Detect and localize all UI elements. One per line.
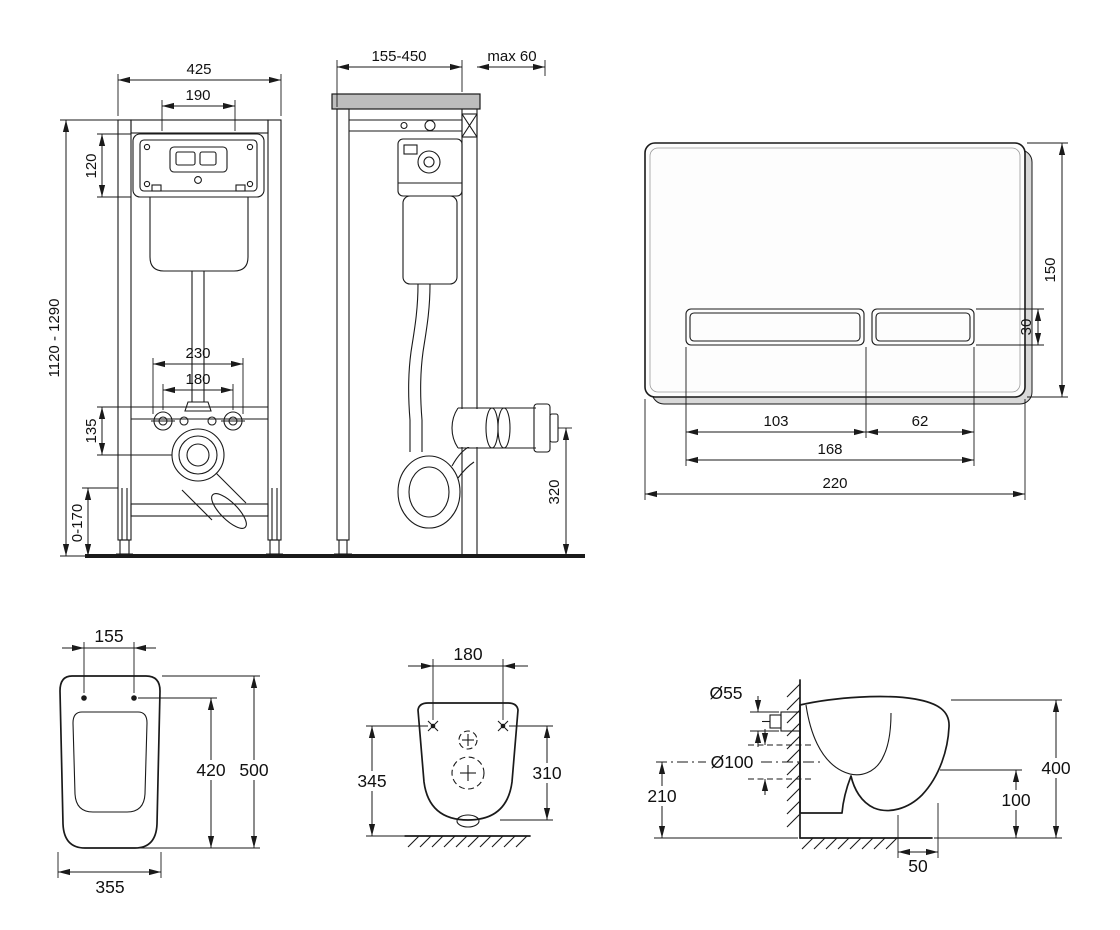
dim-large-button-width: 103 [685, 347, 867, 466]
dim-fixing-spacing: 180 [408, 644, 528, 720]
dim-bowl-height-front: 310 [500, 725, 566, 821]
dim-label-hinge-spacing: 155 [94, 626, 123, 646]
dim-outlet-axis-height: 210 [643, 762, 798, 839]
dim-label-plate-height: 150 [1042, 257, 1059, 282]
dim-label-frame-width: 425 [186, 61, 211, 78]
outlet-connector [451, 403, 559, 453]
dim-label-bowl-width: 355 [95, 877, 124, 897]
frame-front-structure [116, 119, 283, 555]
cistern-and-flush-pipe [149, 196, 249, 412]
frame-side-view: 155-450 max 60 320 [331, 48, 572, 556]
dim-label-outlet-axis-height: 210 [647, 786, 676, 806]
dim-label-inlet-diameter: Ø55 [709, 683, 742, 703]
dim-foot-range: 0-170 [69, 487, 118, 556]
dim-bottom-offset: 50 [897, 803, 939, 876]
dim-label-total-length: 500 [239, 760, 268, 780]
dim-label-upper-span: 230 [185, 345, 210, 362]
bowl-front-view: 180 345 310 [353, 644, 566, 848]
dim-label-outlet-drop: 135 [83, 418, 100, 443]
dim-small-button-width: 62 [866, 347, 975, 466]
dim-total-length: 500 [140, 675, 273, 849]
dim-outlet-diameter: Ø100 [706, 729, 769, 795]
bowl-top-view: 155 420 500 355 [57, 626, 273, 897]
flush-button-large [685, 308, 865, 346]
dim-label-top-height: 400 [1041, 758, 1070, 778]
dim-label-access-width: 190 [185, 87, 210, 104]
dim-label-frame-height: 1120 - 1290 [46, 299, 63, 378]
bowl-side-profile [656, 695, 950, 814]
dim-label-bowl-length: 420 [196, 760, 225, 780]
dim-label-large-button: 103 [763, 413, 788, 430]
dim-label-small-button: 62 [912, 413, 929, 430]
dim-buttons-span: 168 [686, 441, 974, 464]
dim-depth-range: 155-450 [336, 48, 463, 107]
dim-label-access-height: 120 [83, 153, 100, 178]
dim-label-outlet-height: 320 [546, 479, 563, 504]
cistern-side [397, 138, 463, 285]
dim-label-foot-range: 0-170 [69, 504, 86, 542]
dim-plate-width: 220 [644, 399, 1026, 500]
dim-label-depth-range: 155-450 [371, 48, 426, 65]
dim-access-height: 120 [83, 133, 131, 198]
frame-side-rail [334, 108, 478, 555]
bowl-top-outline [59, 675, 161, 849]
dim-frame-height-range: 1120 - 1290 [46, 119, 118, 557]
fixing-mark-right [497, 720, 509, 732]
dim-label-outlet-diameter: Ø100 [711, 752, 754, 772]
dim-plate-height: 150 [1027, 142, 1068, 398]
dim-access-width: 190 [161, 87, 236, 131]
ground-hatch-front [404, 835, 531, 848]
dim-label-button-height: 30 [1018, 319, 1035, 336]
dim-height-to-floor: 345 [353, 725, 428, 837]
drain-trap-side [397, 444, 475, 529]
wall-and-ceiling [331, 93, 481, 556]
dim-bottom-height: 100 [940, 769, 1035, 838]
dim-label-bottom-height: 100 [1001, 790, 1030, 810]
dim-label-wall-max: max 60 [487, 48, 536, 65]
bowl-side-view: Ø55 Ø100 210 400 100 [643, 679, 1075, 876]
dim-bowl-length: 420 [138, 697, 230, 848]
dim-top-height: 400 [934, 699, 1075, 839]
dim-label-bolt-spacing: 180 [185, 371, 210, 388]
flush-plate-view: 150 30 103 62 168 220 [644, 142, 1068, 500]
dim-label-bottom-offset: 50 [908, 856, 928, 876]
fixing-bolts-and-drain [131, 406, 268, 529]
bowl-front-outline [417, 702, 519, 828]
dim-frame-overall-width: 425 [117, 61, 282, 116]
wall-hatch-side [786, 679, 801, 839]
dim-hinge-spacing: 155 [62, 626, 156, 693]
dim-label-plate-width: 220 [822, 475, 847, 492]
frame-front-view: 425 190 120 1120 - 1290 230 [46, 61, 283, 557]
dim-outlet-height: 320 [546, 427, 572, 556]
dim-label-buttons-span: 168 [817, 441, 842, 458]
dim-label-fixing-spacing: 180 [453, 644, 482, 664]
dim-inlet-diameter: Ø55 [709, 683, 779, 747]
fixing-mark-left [427, 720, 439, 732]
dim-outlet-drop: 135 [83, 406, 172, 456]
ground-hatch-side [799, 837, 933, 850]
cistern-access-panel [132, 133, 265, 198]
dim-label-bowl-height: 310 [532, 763, 561, 783]
dim-bowl-width: 355 [57, 852, 162, 897]
dim-wall-max: max 60 [477, 48, 546, 76]
flush-button-small [871, 308, 975, 346]
dim-button-height: 30 [976, 308, 1044, 346]
dim-upper-span: 230 [152, 345, 244, 414]
dim-label-height-to-floor: 345 [357, 771, 386, 791]
dim-bolt-spacing: 180 [162, 371, 234, 410]
flush-pipe-side [408, 283, 431, 452]
